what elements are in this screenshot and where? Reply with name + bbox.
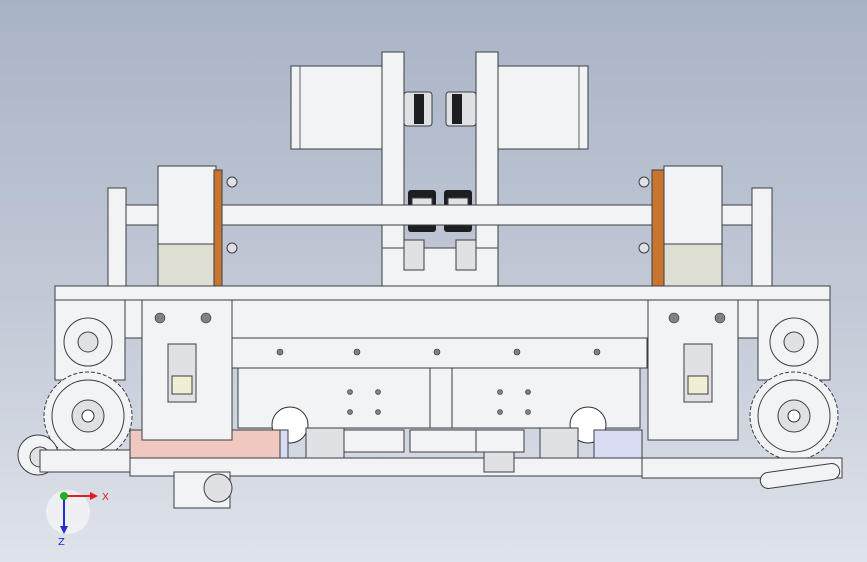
triad-backdrop [46,490,90,534]
side-post-right [751,187,773,291]
z-axis-label: Z [58,537,65,548]
handle-left [17,434,131,476]
x-axis-label: X [102,492,109,503]
motor-left-bottom [173,471,233,509]
sprocket-left [43,371,133,461]
bearing-housing-right [638,165,723,291]
carriage-plate-right [451,367,641,444]
sprocket-right [749,371,839,461]
handle-right [641,457,843,489]
center-bracket [381,51,499,287]
timing-pulley-upper-right [445,91,477,127]
left-end-assembly [54,299,233,441]
carriage-plate-left [237,367,453,444]
timing-pulley-upper-left [403,91,433,127]
right-end-assembly [647,299,831,441]
top-motor-right [491,65,589,150]
side-post-left [107,187,127,291]
y-axis-dot [60,492,68,500]
top-motor-left [290,65,388,150]
axis-triad: X Z [46,490,109,548]
bearing-housing-left [157,165,238,291]
